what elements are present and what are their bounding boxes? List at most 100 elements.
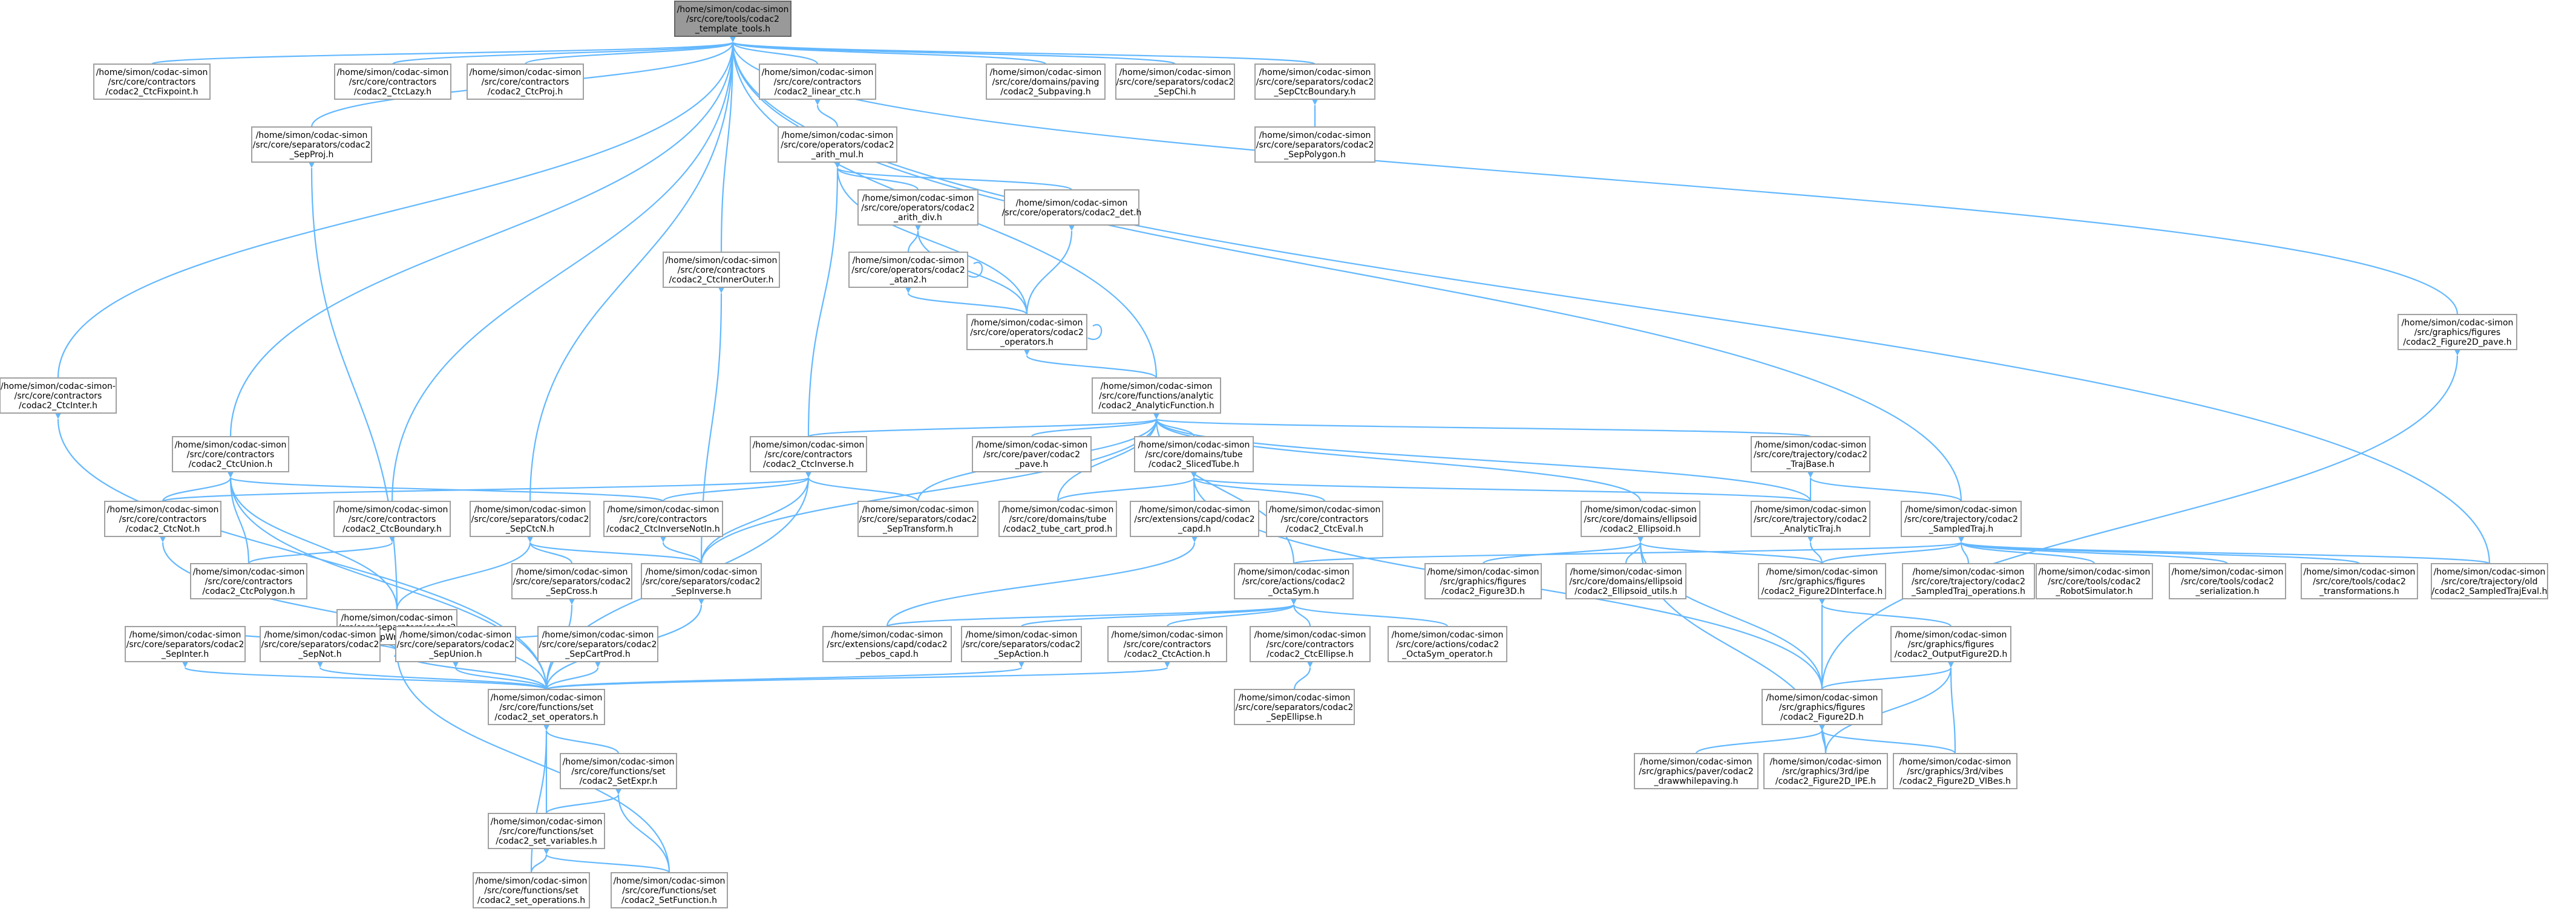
file-node-codac2-subpaving-h[interactable]: /home/simon/codac-simon/src/core/domains… (986, 64, 1106, 100)
file-node-sampledtraj-operations-h[interactable]: /home/simon/codac-simon/src/core/traject… (1902, 563, 2035, 599)
file-node-label-line: /home/simon/codac-simon (608, 505, 719, 515)
file-node-sampledtraj-h[interactable]: /home/simon/codac-simon/src/core/traject… (1901, 501, 2022, 537)
file-node-label-line: /src/core/contractors (187, 450, 275, 460)
file-node-codac2-ctcboundary-h[interactable]: /home/simon/codac-simon/src/core/contrac… (333, 501, 451, 537)
file-node-sepctcn-h[interactable]: /home/simon/codac-simon/src/core/separat… (470, 501, 591, 537)
file-node-codac2-set-operators-h[interactable]: /home/simon/codac-simon/src/core/functio… (488, 689, 605, 725)
include-edge (1290, 598, 1311, 627)
file-node-sepellipse-h[interactable]: /home/simon/codac-simon/src/core/separat… (1234, 689, 1355, 725)
include-edge (729, 36, 1316, 65)
file-node-codac2-ctcinnerouter-h[interactable]: /home/simon/codac-simon/src/core/contrac… (663, 252, 780, 288)
file-node-codac2-figure2d-ipe-h[interactable]: /home/simon/codac-simon/src/graphics/3rd… (1763, 753, 1888, 789)
file-node-codac2-ctcaction-h[interactable]: /home/simon/codac-simon/src/core/contrac… (1107, 626, 1227, 662)
file-node-label-line: _SepEllipse.h (1266, 712, 1322, 722)
file-node-codac2-figure2d-vibes-h[interactable]: /home/simon/codac-simon/src/graphics/3rd… (1893, 753, 2017, 789)
file-node-codac2-ellipsoid-utils-h[interactable]: /home/simon/codac-simon/src/core/domains… (1565, 563, 1686, 599)
file-node-codac2-ellipsoid-h[interactable]: /home/simon/codac-simon/src/core/domains… (1581, 501, 1700, 537)
file-node-label-line: _SepUnion.h (428, 650, 482, 659)
file-node-septransform-h[interactable]: /home/simon/codac-simon/src/core/separat… (857, 501, 978, 537)
file-node-sepnot-h[interactable]: /home/simon/codac-simon/src/core/separat… (260, 626, 381, 662)
include-edge (1807, 536, 1823, 564)
file-node-codac2-setfunction-h[interactable]: /home/simon/codac-simon/src/core/functio… (611, 872, 728, 908)
file-node-atan2-h[interactable]: /home/simon/codac-simon/src/core/operato… (848, 252, 968, 288)
file-node-sepctcboundary-h[interactable]: /home/simon/codac-simon/src/core/separat… (1254, 64, 1375, 100)
file-node-codac2-ctcfixpoint-h[interactable]: /home/simon/codac-simon/src/core/contrac… (93, 64, 211, 100)
file-node-template-tools-h[interactable]: /home/simon/codac-simon/src/core/tools/c… (674, 1, 791, 37)
include-edge (393, 644, 670, 873)
file-node-analytictraj-h[interactable]: /home/simon/codac-simon/src/core/traject… (1751, 501, 1870, 537)
file-node-sepinverse-h[interactable]: /home/simon/codac-simon/src/core/separat… (641, 563, 762, 599)
file-node-label-line: /codac2_Ellipsoid_utils.h (1575, 587, 1677, 596)
file-node-trajbase-h[interactable]: /home/simon/codac-simon/src/core/traject… (1751, 436, 1870, 472)
file-node-label-line: /src/graphics/figures (2414, 328, 2500, 337)
file-node-sepcross-h[interactable]: /home/simon/codac-simon/src/core/separat… (511, 563, 632, 599)
include-edge (729, 36, 819, 65)
file-node-box (1254, 126, 1375, 163)
file-node-codac2-ctclazy-h[interactable]: /home/simon/codac-simon/src/core/contrac… (334, 64, 451, 100)
file-node-codac2-analyticfunction-h[interactable]: /home/simon/codac-simon/src/core/functio… (1092, 377, 1221, 414)
file-node-codac2-set-operations-h[interactable]: /home/simon/codac-simon/src/core/functio… (473, 872, 590, 908)
file-node-src-core-operators-codac2-det-h[interactable]: /home/simon/codac-simon/src/core/operato… (1002, 189, 1142, 226)
file-node-codac2-figure2dinterface-h[interactable]: /home/simon/codac-simon/src/graphics/fig… (1758, 563, 1886, 599)
file-node-codac2-ctcellipse-h[interactable]: /home/simon/codac-simon/src/core/contrac… (1250, 626, 1371, 662)
file-node-box (663, 252, 780, 288)
file-node-label-line: /home/simon/codac-simon (831, 630, 943, 640)
file-node-label-line: /home/simon/codac-simon (256, 131, 368, 140)
file-node-robotsimulator-h[interactable]: /home/simon/codac-simon/src/core/tools/c… (2036, 563, 2153, 599)
file-node-sepinter-h[interactable]: /home/simon/codac-simon/src/core/separat… (125, 626, 246, 662)
file-node-codac2-outputfigure2d-h[interactable]: /home/simon/codac-simon/src/graphics/fig… (1890, 626, 2011, 662)
file-node-codac2-ctcpolygon-h[interactable]: /home/simon/codac-simon/src/core/contrac… (190, 563, 307, 599)
file-node-codac2-figure3d-h[interactable]: /home/simon/codac-simon/src/graphics/fig… (1424, 563, 1542, 599)
include-edge (834, 161, 919, 191)
file-node-label-line: _SampledTraj.h (1929, 524, 1993, 534)
file-node-operators-h[interactable]: /home/simon/codac-simon/src/core/operato… (966, 314, 1087, 350)
file-node-pebos-capd-h[interactable]: /home/simon/codac-simon/src/extensions/c… (822, 626, 952, 662)
file-node-label-line: /codac2_Figure2D.h (1780, 712, 1864, 722)
file-node-pave-h[interactable]: /home/simon/codac-simon/src/core/paver/c… (972, 436, 1092, 472)
file-node-capd-h[interactable]: /home/simon/codac-simon/src/extensions/c… (1130, 501, 1259, 537)
include-edge (227, 471, 250, 564)
file-node-octasym-operator-h[interactable]: /home/simon/codac-simon/src/core/actions… (1388, 626, 1507, 662)
include-edge (1818, 724, 1956, 754)
file-node-box (1758, 563, 1886, 599)
file-node-octasym-h[interactable]: /home/simon/codac-simon/src/core/actions… (1234, 563, 1354, 599)
file-node-label-line: /home/simon/codac-simon (474, 505, 586, 515)
file-node-codac2-ctcunion-h[interactable]: /home/simon/codac-simon/src/core/contrac… (172, 436, 289, 472)
file-node-codac2-ctcproj-h[interactable]: /home/simon/codac-simon/src/core/contrac… (467, 64, 584, 100)
include-edge (308, 161, 398, 610)
file-node-codac2-ctcinverse-h[interactable]: /home/simon/codac-simon/src/core/contrac… (750, 436, 867, 472)
file-node-label-line: /src/core/operators/codac2 (781, 140, 894, 150)
file-node-codac2-figure2d-h[interactable]: /home/simon/codac-simon/src/graphics/fig… (1762, 689, 1883, 725)
file-node-sepchi-h[interactable]: /home/simon/codac-simon/src/core/separat… (1115, 64, 1235, 100)
file-node-codac2-ctcinter-h[interactable]: /home/simon/codac-simon-/src/core/contra… (0, 377, 117, 414)
file-node-label-line: /src/core/separators/codac2 (126, 640, 244, 650)
file-node-label-line: /home/simon/codac-simon (1119, 68, 1231, 77)
file-node-sepproj-h[interactable]: /home/simon/codac-simon/src/core/separat… (251, 126, 372, 163)
file-node-arith-div-h[interactable]: /home/simon/codac-simon/src/core/operato… (857, 189, 978, 226)
file-node-sepcartprod-h[interactable]: /home/simon/codac-simon/src/core/separat… (537, 626, 658, 662)
file-node-sepaction-h[interactable]: /home/simon/codac-simon/src/core/separat… (961, 626, 1082, 662)
file-node-label-line: /home/simon/codac-simon (1640, 757, 1752, 767)
file-node-codac2-tube-cart-prod-h[interactable]: /home/simon/codac-simon/src/core/domains… (998, 501, 1117, 537)
file-node-label-line: /src/core/contractors (349, 77, 437, 87)
file-node-label-line: /home/simon/codac-simon (1259, 131, 1371, 140)
file-node-codac2-sampledtrajeval-h[interactable]: /home/simon/codac-simon/src/core/traject… (2431, 563, 2548, 599)
include-edge (1031, 412, 1160, 438)
file-node-label-line: /src/graphics/figures (1779, 577, 1865, 587)
file-node-codac2-ctcnot-h[interactable]: /home/simon/codac-simon/src/core/contrac… (104, 501, 221, 537)
file-node-codac2-setexpr-h[interactable]: /home/simon/codac-simon/src/core/functio… (560, 753, 677, 789)
file-node-serialization-h[interactable]: /home/simon/codac-simon/src/core/tools/c… (2169, 563, 2286, 599)
file-node-codac2-figure2d-pave-h[interactable]: /home/simon/codac-simon/src/graphics/fig… (2397, 314, 2517, 350)
file-node-codac2-set-variables-h[interactable]: /home/simon/codac-simon/src/core/functio… (488, 813, 605, 849)
file-node-box (1751, 436, 1870, 472)
file-node-codac2-slicedtube-h[interactable]: /home/simon/codac-simon/src/core/domains… (1134, 436, 1254, 472)
file-node-codac2-linear-ctc-h[interactable]: /home/simon/codac-simon/src/core/contrac… (759, 64, 876, 100)
file-node-transformations-h[interactable]: /home/simon/codac-simon/src/core/tools/c… (2301, 563, 2418, 599)
include-edge (962, 261, 983, 278)
file-node-seppolygon-h[interactable]: /home/simon/codac-simon/src/core/separat… (1254, 126, 1375, 163)
file-node-sepunion-h[interactable]: /home/simon/codac-simon/src/core/separat… (395, 626, 516, 662)
file-node-arith-mul-h[interactable]: /home/simon/codac-simon/src/core/operato… (778, 126, 897, 163)
file-node-codac2-ctcinversenotin-h[interactable]: /home/simon/codac-simon/src/core/contrac… (603, 501, 723, 537)
file-node-drawwhilepaving-h[interactable]: /home/simon/codac-simon/src/graphics/pav… (1634, 753, 1758, 789)
file-node-codac2-ctceval-h[interactable]: /home/simon/codac-simon/src/core/contrac… (1266, 501, 1383, 537)
